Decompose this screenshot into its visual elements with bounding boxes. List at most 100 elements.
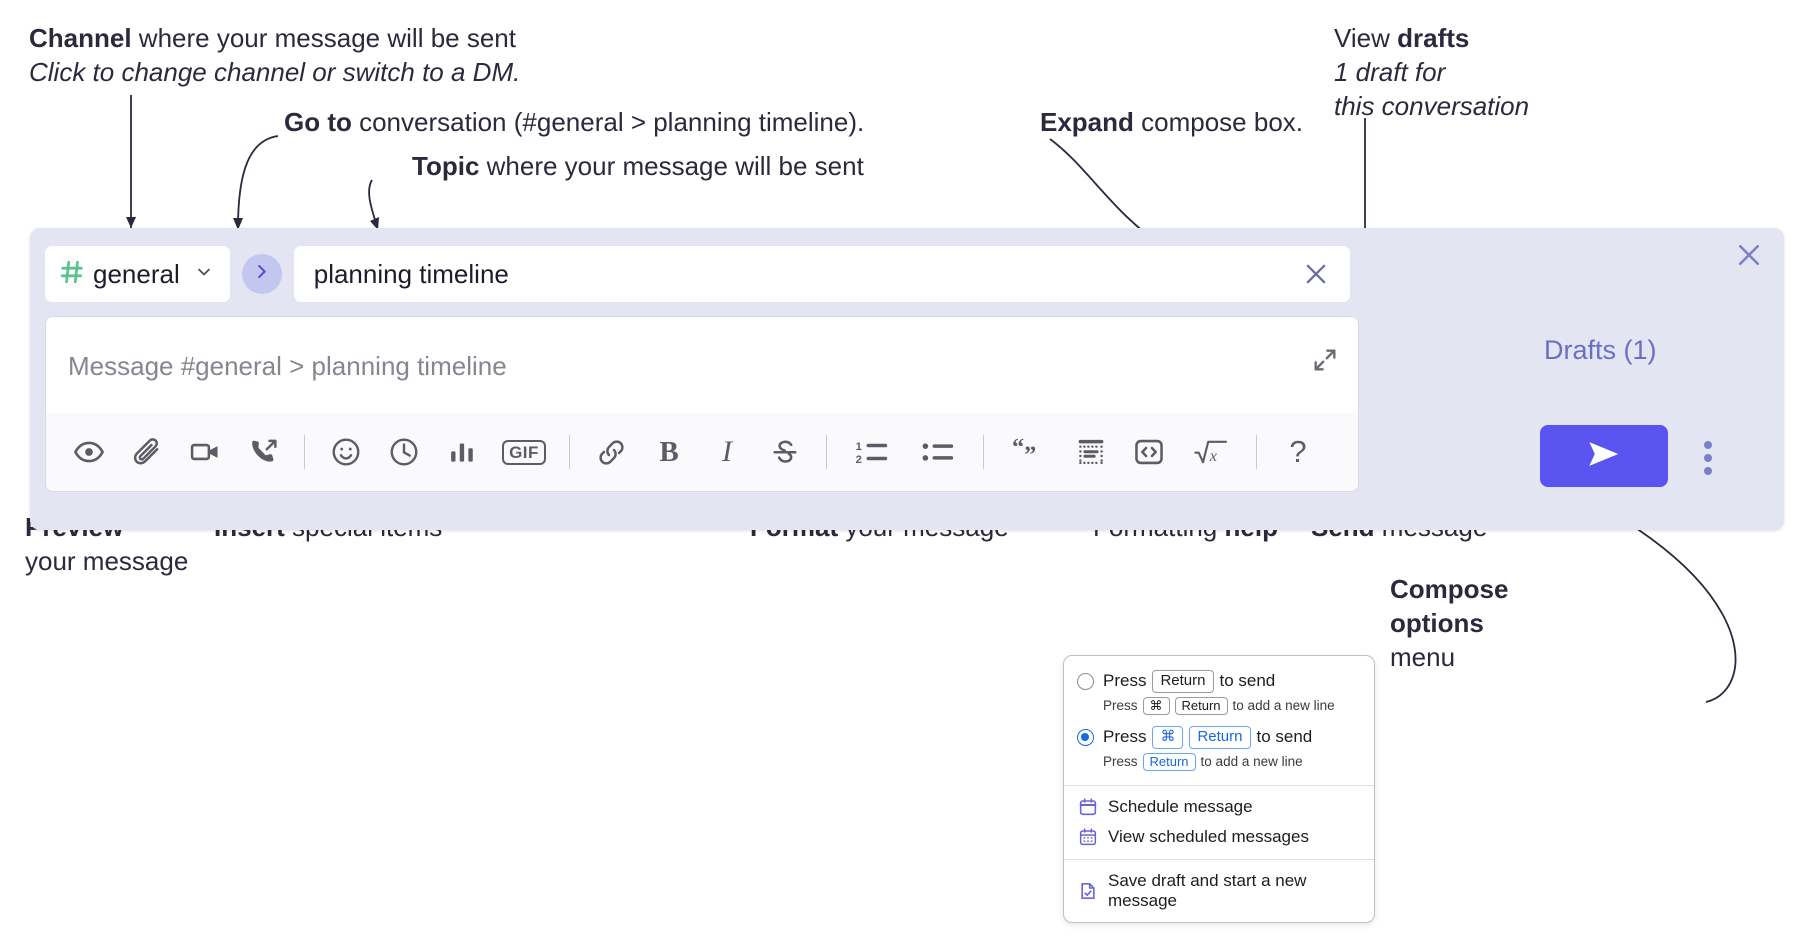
toolbar-divider [569, 435, 570, 469]
compose-header-row: general planning timeline [45, 246, 1350, 302]
annotation-topic-rest: where your message will be sent [479, 151, 864, 181]
radio-option-label: Press Return to send [1103, 670, 1275, 693]
formatting-toolbar: GIF B I [46, 413, 1358, 491]
annotation-goto-rest: conversation (#general > planning timeli… [351, 107, 865, 137]
annotation-channel-italic: Click to change channel or switch to a D… [29, 56, 521, 87]
menu-item-label: Schedule message [1108, 797, 1253, 816]
gif-icon[interactable]: GIF [498, 430, 550, 474]
sub-prefix: Press [1103, 754, 1138, 770]
svg-text:2: 2 [856, 454, 862, 466]
annotation-expand: Expand compose box. [1040, 106, 1303, 140]
link-icon[interactable] [589, 430, 633, 474]
close-icon[interactable] [1732, 238, 1766, 272]
hash-icon [59, 259, 85, 290]
send-paper-plane-icon [1583, 437, 1625, 476]
document-check-icon [1078, 881, 1098, 901]
italic-icon[interactable]: I [705, 430, 749, 474]
annotation-channel-bold: Channel [29, 23, 132, 53]
message-box: Message #general > planning timeline [45, 316, 1359, 492]
radio-suffix: to send [1256, 727, 1313, 747]
code-block-icon[interactable] [1069, 430, 1113, 474]
code-snippet-icon[interactable] [1127, 430, 1171, 474]
menu-radio-sublabel: Press ⌘ Return to add a new line [1064, 695, 1374, 722]
radio-prefix: Press [1103, 727, 1147, 747]
bulleted-list-icon[interactable] [912, 430, 964, 474]
more-vertical-dot [1704, 467, 1712, 475]
topic-input[interactable]: planning timeline [293, 246, 1350, 302]
math-sqrt-icon[interactable]: x [1185, 430, 1237, 474]
radio-button[interactable] [1077, 672, 1094, 690]
question-mark-icon[interactable]: ? [1276, 430, 1320, 474]
topic-value: planning timeline [313, 258, 509, 289]
more-vertical-dot [1704, 454, 1712, 462]
menu-radio-option[interactable]: Press ⌘ Return to send [1064, 722, 1374, 751]
menu-radio-option[interactable]: Press Return to send [1064, 666, 1374, 695]
message-input[interactable]: Message #general > planning timeline [68, 350, 507, 381]
annotation-drafts-italic-2: this conversation [1334, 90, 1530, 121]
eye-icon[interactable] [67, 430, 111, 474]
ordered-list-icon[interactable]: 1 2 [846, 430, 898, 474]
key-badge-command: ⌘ [1142, 696, 1170, 715]
gif-label: GIF [502, 439, 546, 465]
bold-icon[interactable]: B [647, 430, 691, 474]
phone-forward-icon[interactable] [241, 430, 285, 474]
paperclip-icon[interactable] [125, 430, 169, 474]
blockquote-icon[interactable]: “ ” [1003, 430, 1055, 474]
annotation-goto-bold: Go to [284, 107, 352, 137]
menu-item-label: View scheduled messages [1108, 827, 1309, 846]
annotation-compose-options-line2: options [1390, 607, 1484, 638]
channel-name-label: general [93, 258, 180, 289]
radio-option-label: Press ⌘ Return to send [1103, 726, 1312, 749]
annotation-drafts-rest: View [1334, 23, 1398, 53]
expand-diagonal-icon[interactable] [1308, 343, 1342, 377]
annotation-channel-rest: where your message will be sent [131, 23, 516, 53]
italic-label: I [722, 435, 732, 468]
chevron-down-icon [194, 262, 214, 287]
video-camera-icon[interactable] [183, 430, 227, 474]
svg-text:“: “ [1012, 437, 1024, 461]
radio-suffix: to send [1219, 671, 1276, 691]
toolbar-divider [1256, 435, 1257, 469]
annotation-goto: Go to conversation (#general > planning … [284, 106, 864, 140]
menu-divider [1064, 859, 1374, 860]
menu-item-view-scheduled-messages[interactable]: View scheduled messages [1064, 822, 1374, 852]
annotation-compose-options: Compose options menu [1390, 573, 1508, 674]
annotation-drafts-italic-1: 1 draft for [1334, 56, 1446, 87]
annotation-compose-options-rest: menu [1390, 641, 1456, 672]
clock-icon[interactable] [382, 430, 426, 474]
bar-chart-icon[interactable] [440, 430, 484, 474]
radio-prefix: Press [1103, 671, 1147, 691]
chevron-right-icon [252, 262, 271, 286]
help-label: ? [1289, 434, 1307, 469]
compose-panel: general planning timeline [30, 228, 1784, 530]
strikethrough-icon[interactable] [763, 430, 807, 474]
sub-suffix: to add a new line [1232, 698, 1335, 714]
drafts-link[interactable]: Drafts (1) [1544, 335, 1657, 365]
bold-label: B [659, 435, 679, 468]
key-badge-return: Return [1142, 752, 1196, 771]
close-icon[interactable] [1300, 258, 1332, 290]
channel-selector[interactable]: general [45, 246, 230, 302]
key-badge-return: Return [1152, 670, 1214, 693]
annotation-expand-rest: compose box. [1133, 107, 1304, 137]
annotation-expand-bold: Expand [1040, 107, 1134, 137]
toolbar-divider [983, 435, 984, 469]
radio-button-selected[interactable] [1077, 728, 1094, 746]
menu-item-save-draft[interactable]: Save draft and start a new message [1064, 866, 1374, 916]
svg-text:x: x [1209, 447, 1218, 465]
compose-options-button[interactable] [1694, 438, 1722, 478]
menu-radio-sublabel: Press Return to add a new line [1064, 751, 1374, 778]
svg-text:1: 1 [856, 441, 862, 453]
annotation-topic: Topic where your message will be sent [412, 150, 864, 184]
send-button[interactable] [1540, 425, 1668, 487]
annotation-preview-rest: your message [25, 545, 189, 576]
menu-item-schedule-message[interactable]: Schedule message [1064, 792, 1374, 822]
annotation-drafts-bold: drafts [1397, 23, 1470, 53]
emoji-smiley-icon[interactable] [324, 430, 368, 474]
toolbar-divider [304, 435, 305, 469]
goto-conversation-button[interactable] [241, 254, 282, 294]
svg-text:”: ” [1024, 441, 1036, 467]
key-badge-return: Return [1174, 696, 1228, 715]
key-badge-return: Return [1189, 726, 1251, 749]
